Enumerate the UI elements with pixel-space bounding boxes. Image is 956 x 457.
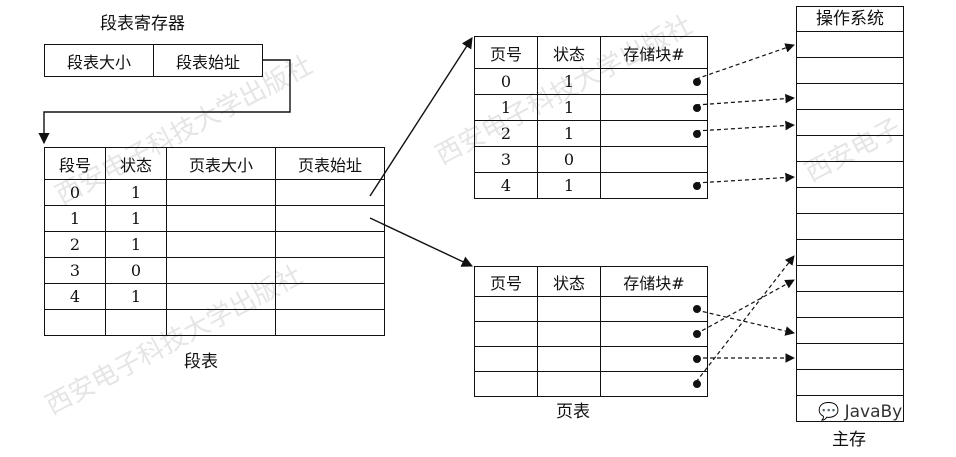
table-row: 0 1 [44,179,385,206]
cell: 2 [474,120,538,147]
pointer-dot-icon [693,355,701,363]
memory-os-block: 操作系统 [796,6,904,32]
block-pointer-cell [600,371,708,397]
table-row [44,309,385,336]
segment-table: 段号 状态 页表大小 页表始址 0 1 1 1 2 1 3 0 4 1 [44,147,385,336]
memory-block [796,370,904,396]
pointer-arrow [695,43,795,80]
pointer-arrow [695,309,795,336]
cell: 1 [537,172,601,199]
block-pointer-cell [600,94,708,121]
cell: 0 [44,179,106,206]
memory-block [796,58,904,84]
pointer-dot-icon [693,103,701,112]
memory-block [796,396,904,422]
cell [166,309,276,336]
register-to-segment-table-arrow [38,59,291,145]
cell [474,371,538,397]
memory-block [796,84,904,110]
main-memory: 操作系统 [796,6,904,422]
segment-to-page-table-2-arrow [369,217,474,267]
page-table-2: 页号 状态 存储块# [474,266,708,397]
block-pointer-cell [600,296,708,322]
pointer-dot-icon [693,181,701,190]
cell: 0 [105,257,167,284]
cell: 1 [474,94,538,121]
table-row: 1 1 [474,94,708,121]
cell [537,296,601,322]
block-pointer-cell [600,120,708,147]
table-row: 2 1 [474,120,708,147]
pointer-dot-icon [693,129,701,138]
memory-block [796,110,904,136]
segment-register-start: 段表始址 [153,44,263,77]
pointer-dot-icon [693,305,701,313]
table-row: 0 1 [474,68,708,95]
cell: 1 [105,179,167,206]
memory-block [796,266,904,292]
cell: 4 [474,172,538,199]
table-row [474,371,708,397]
memory-block [796,214,904,240]
memory-block [796,188,904,214]
cell [44,309,106,336]
chat-bubble-icon: 💬 [818,402,840,422]
block-pointer-cell [600,172,708,199]
segment-table-header: 段号 [44,147,106,180]
page-table-header: 存储块# [600,36,708,69]
pointer-dot-icon [693,77,701,86]
page-table-header: 页号 [474,266,538,297]
memory-block [796,162,904,188]
block-pointer-cell [600,346,708,372]
pointer-arrow [695,255,795,383]
brand-text: JavaBy [844,402,903,422]
pointer-dot-icon [693,380,701,388]
main-memory-caption: 主存 [832,430,866,450]
memory-block [796,240,904,266]
cell: 0 [537,146,601,173]
segment-table-caption: 段表 [184,352,218,372]
cell [166,205,276,232]
memory-block [796,292,904,318]
pointer-arrow [695,93,795,106]
cell: 4 [44,283,106,310]
page-table-header: 存储块# [600,266,708,297]
table-row: 4 1 [474,172,708,199]
pointer-arrow [695,172,795,184]
cell [166,257,276,284]
cell: 3 [44,257,106,284]
table-row: 4 1 [44,283,385,310]
page-table-header: 状态 [537,266,601,297]
pointer-arrow [695,120,795,132]
segment-register-size: 段表大小 [44,44,154,77]
segment-table-header: 状态 [105,147,167,180]
memory-block [796,318,904,344]
memory-block [796,344,904,370]
cell [537,371,601,397]
memory-block [796,32,904,58]
segment-register: 段表大小 段表始址 [44,44,263,77]
table-row: 3 0 [44,257,385,284]
cell [275,309,385,336]
memory-block [796,136,904,162]
table-row [474,321,708,347]
segment-register-title: 段表寄存器 [100,14,185,34]
cell [474,321,538,347]
cell: 3 [474,146,538,173]
brand-watermark: 💬 JavaBy [818,402,902,422]
pointer-arrow [695,279,795,335]
page-table-1: 页号 状态 存储块# 0 1 1 1 2 1 3 0 4 1 [474,36,708,199]
page-table-caption: 页表 [556,402,590,422]
segment-to-page-table-1-arrow [369,37,473,197]
block-pointer-cell [600,68,708,95]
